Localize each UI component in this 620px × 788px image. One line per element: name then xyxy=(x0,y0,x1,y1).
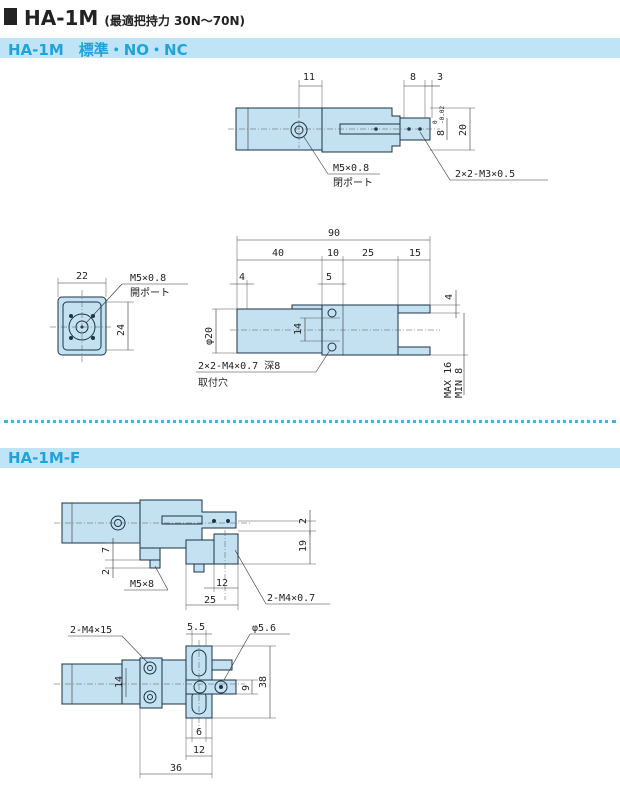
d1-top-tol-lower: -0.02 xyxy=(439,106,446,124)
d1-end-port-label: M5×0.8 xyxy=(130,273,166,284)
d1-top-port-sub: 閉ポート xyxy=(333,177,373,189)
d1-side-dim-90: 90 xyxy=(328,228,340,239)
section-divider xyxy=(4,420,616,423)
d1-side-dim-10: 10 xyxy=(327,248,339,259)
section-label-f: HA-1M-F xyxy=(8,449,81,467)
title-grip-force: (最適把持力 30N〜70N) xyxy=(104,14,245,28)
d1-end-view: 22 24 M5×0.8 開ポート xyxy=(50,271,188,362)
title-square-icon xyxy=(4,8,17,25)
d1-side-dim-5: 5 xyxy=(326,272,332,283)
d2-top-dim-9: 9 xyxy=(241,685,252,691)
d1-side-dim-25: 25 xyxy=(362,248,374,259)
d1-top-port-label: M5×0.8 xyxy=(333,163,369,174)
d1-top-dim-20: 20 xyxy=(458,124,469,136)
d1-top-dim-3: 3 xyxy=(437,72,443,83)
d1-top-tol-base: 8 xyxy=(436,130,447,136)
d1-end-dim-24: 24 xyxy=(116,324,127,336)
title-model: HA-1M xyxy=(24,6,99,30)
d2-side-thread-label: 2-M4×0.7 xyxy=(267,593,315,604)
d1-side-dim-4-left: 4 xyxy=(239,272,245,283)
page-title: HA-1M (最適把持力 30N〜70N) xyxy=(4,6,245,34)
d1-side-finger-lower xyxy=(397,346,431,356)
d1-side-stroke-min: MIN 8 xyxy=(454,368,465,398)
d1-side-dim-14: 14 xyxy=(293,323,304,335)
d2-top-diameter: φ5.6 xyxy=(252,623,276,634)
d2-side-port-label: M5×8 xyxy=(130,579,154,590)
d2-top-dim-12: 12 xyxy=(193,745,205,756)
d1-end-dim-22: 22 xyxy=(76,271,88,282)
d1-top-view: 11 8 3 8 0 -0.02 20 M5×0.8 閉ポート 2×2-M3×0… xyxy=(228,72,548,189)
d2-side-view: 2 19 7 2 12 25 M5×8 2-M4×0.7 xyxy=(54,499,330,610)
d2-side-finger-block xyxy=(185,539,215,565)
d2-side-lower-block xyxy=(139,547,161,561)
section-header-standard: HA-1M 標準・NO・NC xyxy=(0,38,620,59)
d1-top-dim-8: 8 xyxy=(410,72,416,83)
d2-top-dim-5-5: 5.5 xyxy=(187,622,205,633)
d1-side-body xyxy=(236,308,324,354)
d2-top-dim-38: 38 xyxy=(258,676,269,688)
d2-top-dim-36: 36 xyxy=(170,763,182,774)
d1-side-stroke-max: MAX 16 xyxy=(443,362,454,398)
d2-side-dim-19: 19 xyxy=(298,540,309,552)
d2-top-view: 2-M4×15 5.5 φ5.6 14 9 38 6 12 xyxy=(54,622,290,778)
d2-side-dim-7: 7 xyxy=(101,547,112,553)
d2-side-dim-12: 12 xyxy=(216,578,228,589)
d2-top-dim-6: 6 xyxy=(196,727,202,738)
d1-side-dim-40: 40 xyxy=(272,248,284,259)
d1-side-mount-label: 2×2-M4×0.7 深8 xyxy=(198,360,280,372)
d1-side-dim-15: 15 xyxy=(409,248,421,259)
d1-side-diameter: φ20 xyxy=(204,327,215,345)
d2-top-hole-label: 2-M4×15 xyxy=(70,625,112,636)
d1-side-view: 90 40 10 25 15 4 5 4 14 φ20 MAX 16 MIN 8 xyxy=(196,228,468,398)
d1-end-port-sub: 開ポート xyxy=(130,287,170,299)
section-label-standard: HA-1M 標準・NO・NC xyxy=(8,41,188,59)
d1-side-dim-4-right: 4 xyxy=(444,294,455,300)
d2-side-dim-2-left: 2 xyxy=(101,569,112,575)
d1-top-tol-upper: 0 xyxy=(432,120,439,124)
section-header-f: HA-1M-F xyxy=(0,448,620,468)
d1-top-dim-11: 11 xyxy=(303,72,315,83)
d2-top-dim-14: 14 xyxy=(114,676,125,688)
d1-top-thread-label: 2×2-M3×0.5 xyxy=(455,169,515,180)
d1-side-mount-sub: 取付穴 xyxy=(198,376,228,389)
d2-side-dim-2-right: 2 xyxy=(298,518,309,524)
d2-side-dim-25: 25 xyxy=(204,595,216,606)
d1-side-finger-upper xyxy=(397,304,431,314)
